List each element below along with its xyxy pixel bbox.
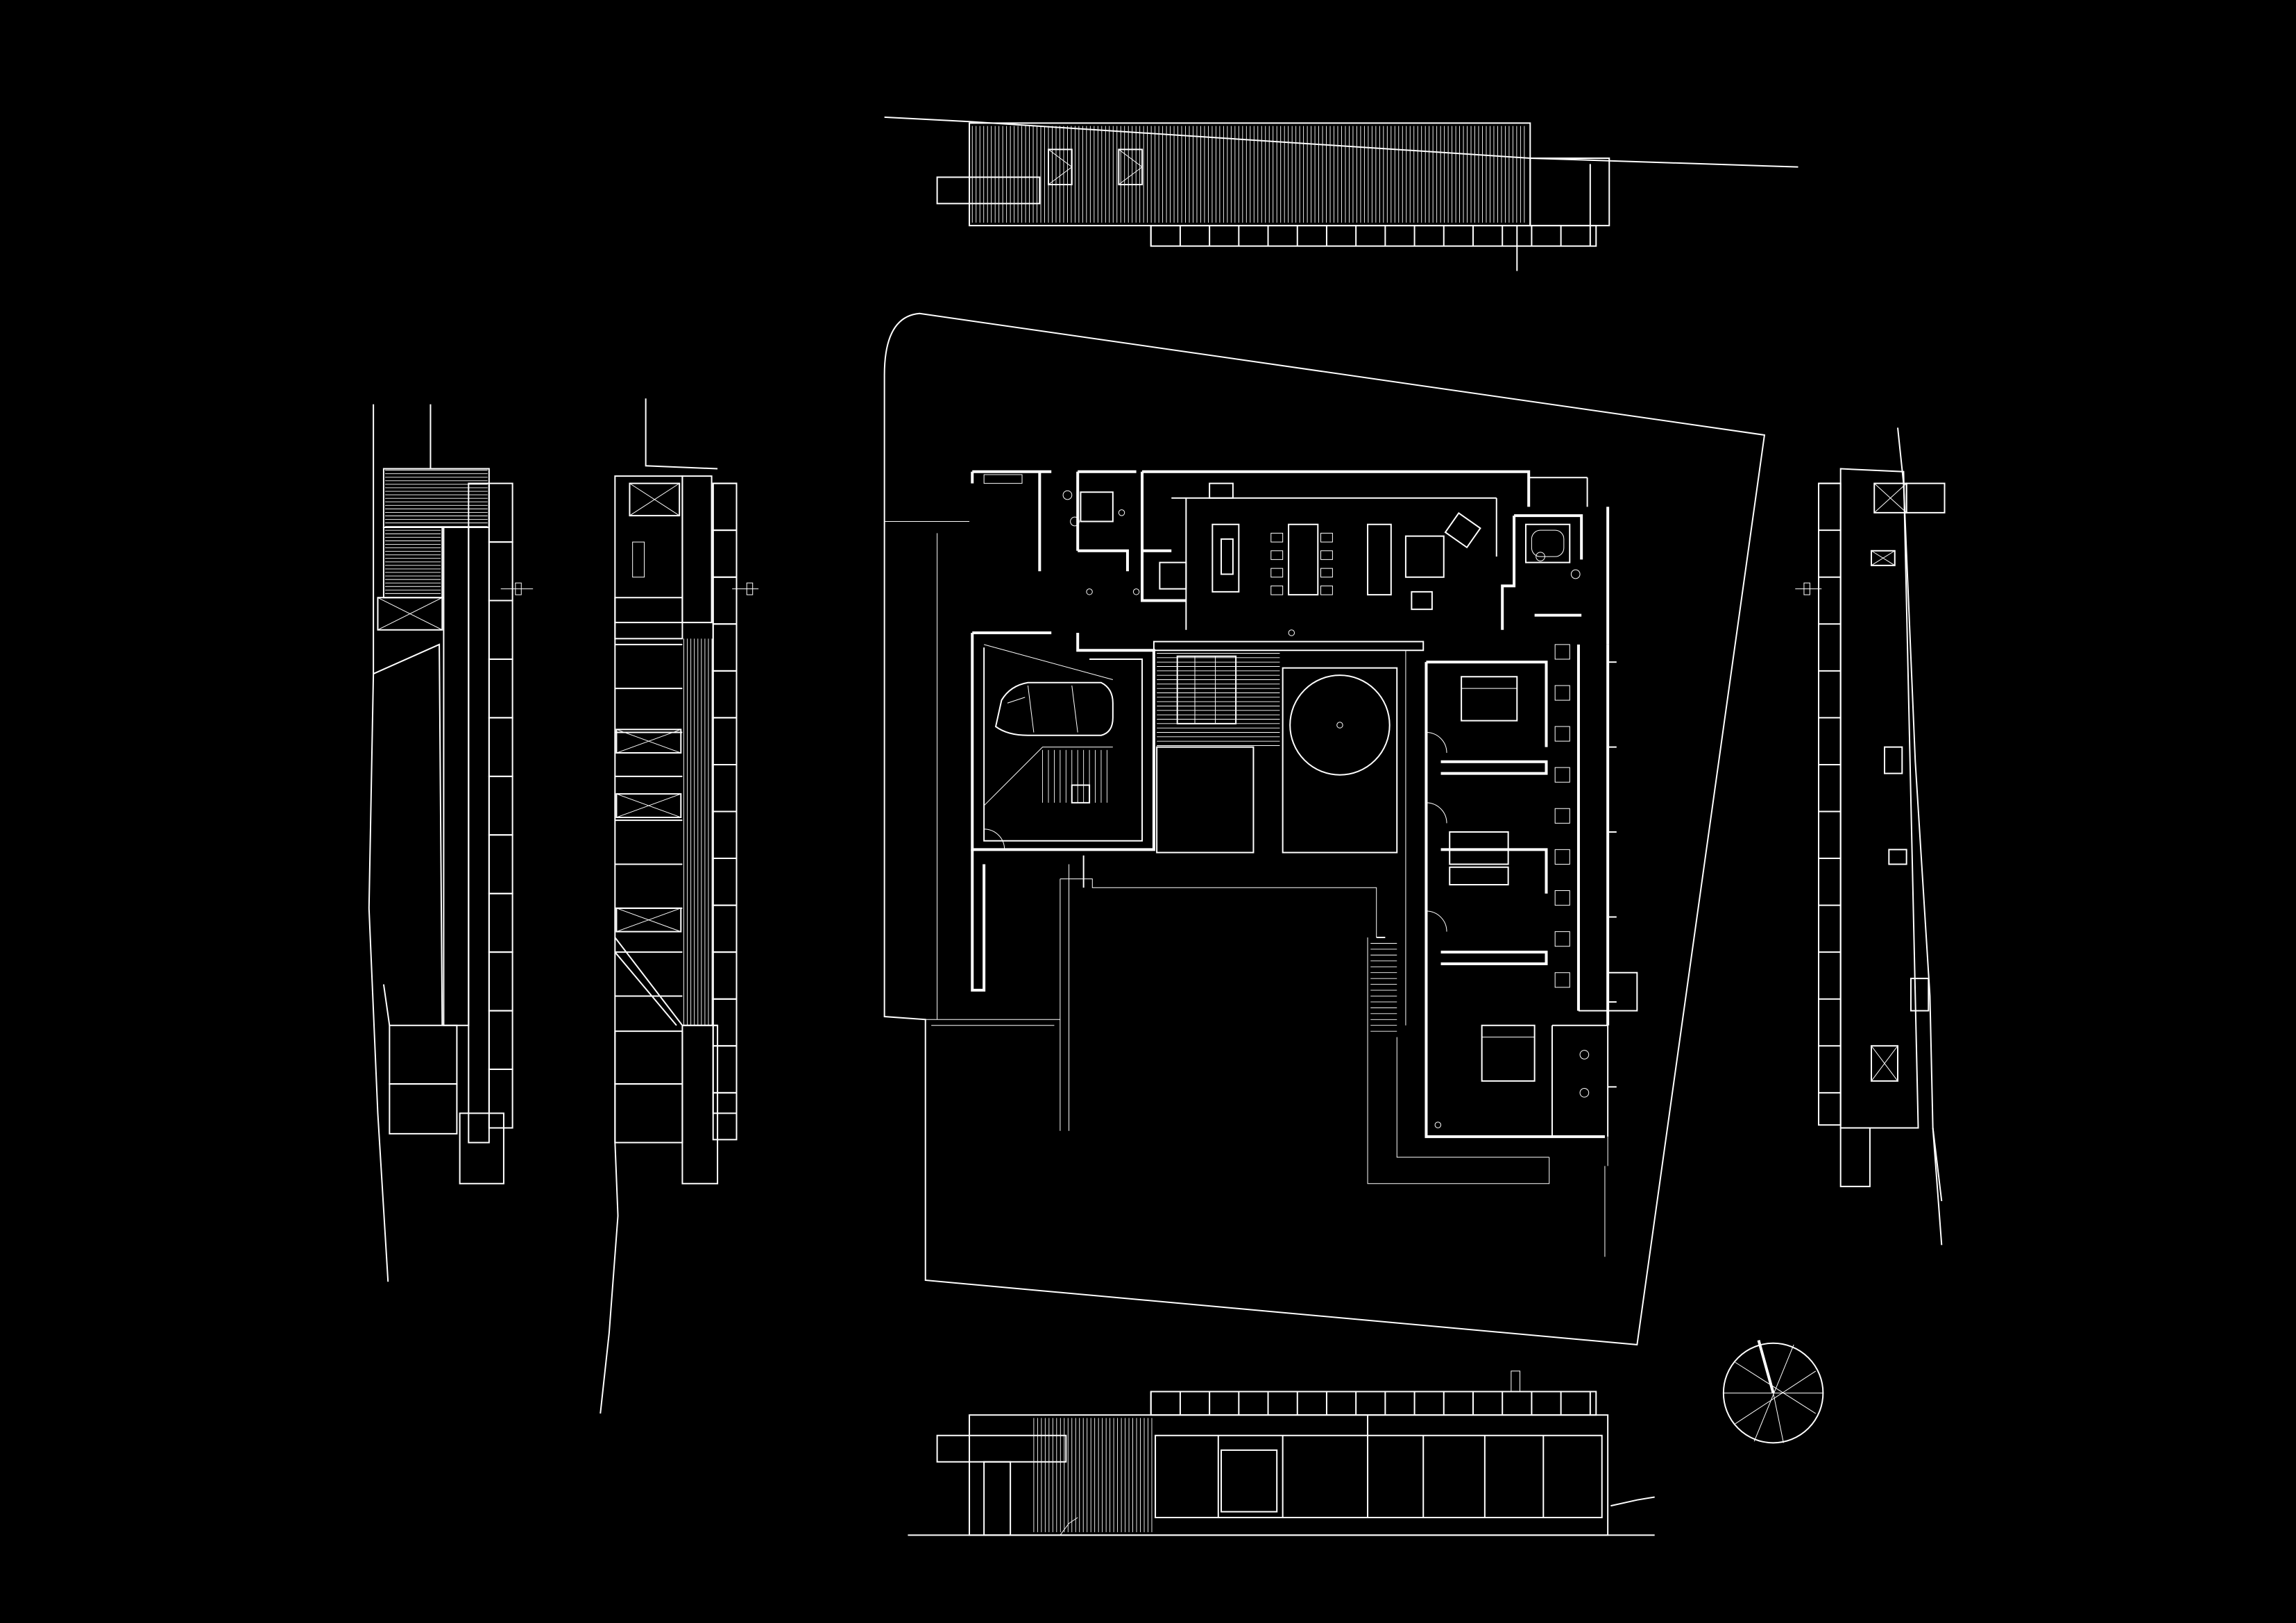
panel [489, 542, 513, 600]
panel [489, 835, 513, 893]
panel [489, 484, 513, 542]
east-facade-fins [1555, 645, 1617, 1087]
east-elevation [1795, 427, 1944, 1245]
panel [713, 906, 737, 953]
bedroom-stair [1370, 943, 1397, 1031]
panel [1555, 726, 1570, 741]
panel [713, 812, 737, 859]
panel [489, 1011, 513, 1069]
ground-floor-plan [926, 472, 1638, 1257]
panel [1555, 890, 1570, 905]
east-elevation-window [1871, 1046, 1898, 1081]
west-elevation [369, 405, 533, 1282]
north-elevation [885, 117, 1798, 271]
panel [1555, 973, 1570, 987]
panel [713, 952, 737, 999]
dining-table-icon [1289, 525, 1318, 595]
panel [1555, 767, 1570, 782]
panel [713, 530, 737, 577]
bed-icon [1461, 677, 1517, 720]
west-section-window [616, 729, 681, 753]
panel [1271, 551, 1283, 560]
north-arrow-icon [1724, 1341, 1823, 1443]
sofa-icon [1368, 525, 1391, 595]
dining-table-icon [1177, 656, 1236, 724]
bed-icon [1449, 832, 1508, 864]
panel [489, 717, 513, 776]
west-section-window [616, 794, 681, 817]
panel [1271, 568, 1283, 577]
panel [713, 999, 737, 1046]
bathtub-icon [1526, 525, 1570, 563]
panel [1555, 849, 1570, 864]
panel [1321, 586, 1333, 595]
site-boundary [885, 314, 1764, 1345]
west-elevation-panels [489, 484, 513, 1128]
west-elevation-cladding [385, 470, 488, 594]
panel [1271, 586, 1283, 595]
south-elevation [908, 1371, 1654, 1535]
panel [713, 765, 737, 812]
panel [489, 894, 513, 952]
terrace-deck [1157, 654, 1279, 746]
panel [713, 671, 737, 718]
panel [713, 717, 737, 765]
west-section-stair [684, 638, 713, 1025]
kitchen-island-icon [1212, 525, 1239, 592]
pool-icon [1290, 675, 1390, 775]
east-elevation-window [1871, 551, 1895, 566]
panel [713, 484, 737, 531]
panel [1321, 568, 1333, 577]
south-elevation-parapet [1151, 1391, 1590, 1415]
car-icon [996, 683, 1113, 736]
panel [713, 858, 737, 906]
west-section [600, 398, 758, 1413]
panel [489, 952, 513, 1010]
panel [1321, 551, 1333, 560]
west-section-window [616, 908, 681, 932]
south-elevation-glazing [1218, 1415, 1543, 1518]
bed-icon [1482, 1026, 1535, 1081]
panel [489, 776, 513, 835]
panel [713, 1093, 737, 1140]
east-elevation-window [1874, 484, 1906, 513]
panel [1271, 533, 1283, 542]
panel [1555, 686, 1570, 700]
panel [713, 624, 737, 671]
panel [489, 1069, 513, 1128]
panel [713, 577, 737, 624]
panel [713, 1046, 737, 1093]
panel [489, 601, 513, 659]
north-elevation-cladding [972, 126, 1524, 223]
north-elevation-window [1048, 149, 1072, 185]
north-elevation-window [1119, 149, 1142, 185]
garage-stair [1043, 750, 1107, 803]
panel [1555, 645, 1570, 659]
panel [1555, 808, 1570, 823]
panel [1321, 533, 1333, 542]
east-elevation-panels [1819, 484, 1841, 1093]
north-elevation-base [1151, 226, 1597, 246]
panel [489, 659, 513, 717]
south-elevation-cladding [1034, 1418, 1152, 1532]
panel [1555, 932, 1570, 946]
